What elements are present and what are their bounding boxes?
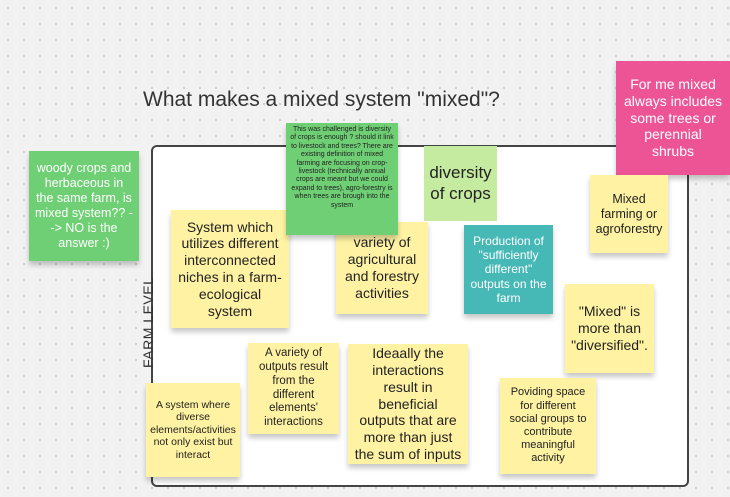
note-text: A system where diverse elements/activiti… (150, 398, 236, 461)
note-text: Poviding space for different social grou… (509, 386, 587, 465)
sticky-note-mixed-more-than[interactable]: "Mixed" is more than "diversified". (565, 284, 654, 373)
note-text: Ideaally the interactions result in bene… (354, 345, 462, 462)
frame-label: FARM LEVEL (140, 276, 156, 368)
sticky-note-variety-outputs[interactable]: A variety of outputs result from the dif… (248, 343, 339, 434)
sticky-note-diversity-of-crops[interactable]: diversity of crops (424, 146, 497, 221)
sticky-note-production[interactable]: Production of "sufficiently different" o… (464, 225, 553, 314)
sticky-note-system-which[interactable]: System which utilizes different intercon… (171, 210, 289, 328)
sticky-note-ideally[interactable]: Ideaally the interactions result in bene… (348, 344, 468, 464)
note-text: woody crops and herbaceous in the same f… (35, 161, 133, 250)
sticky-note-providing-space[interactable]: Poviding space for different social grou… (500, 378, 596, 474)
sticky-note-variety-agricultural[interactable]: variety of agricultural and forestry act… (336, 222, 428, 314)
sticky-note-system-where[interactable]: A system where diverse elements/activiti… (146, 383, 240, 477)
sticky-note-woody-crops[interactable]: woody crops and herbaceous in the same f… (29, 151, 139, 261)
note-text: Mixed farming or agroforestry (595, 191, 663, 236)
note-text: variety of agricultural and forestry act… (345, 234, 419, 301)
note-text: "Mixed" is more than "diversified". (571, 303, 648, 353)
note-text: System which utilizes different intercon… (178, 218, 282, 319)
board-title: What makes a mixed system "mixed"? (143, 88, 500, 111)
note-text: diversity of crops (429, 163, 492, 203)
note-text: A variety of outputs result from the dif… (258, 347, 329, 429)
note-text: Production of "sufficiently different" o… (470, 233, 547, 306)
sticky-note-challenged[interactable]: This was challenged is diversity of crop… (286, 123, 398, 235)
note-text: For me mixed always includes some trees … (623, 76, 723, 160)
note-text: This was challenged is diversity of crop… (290, 126, 394, 209)
sticky-note-mixed-farming[interactable]: Mixed farming or agroforestry (590, 175, 668, 253)
sticky-note-for-me-mixed[interactable]: For me mixed always includes some trees … (616, 61, 730, 175)
